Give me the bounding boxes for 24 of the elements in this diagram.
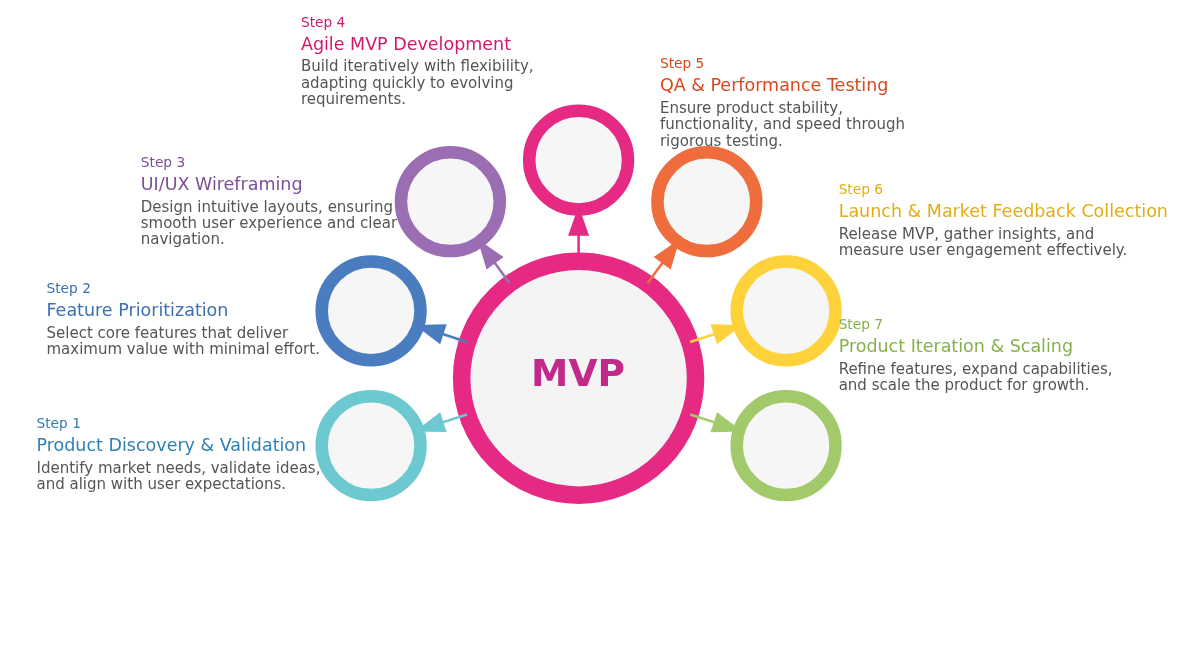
node-label: Launch & Market Feedback Collection [838, 201, 1168, 222]
node-label: Select core features that deliver maximum value with minimal effort. [46, 323, 320, 359]
node-label: Design intuitive layouts, ensuring smooth user experience and clear navigation. [140, 197, 397, 249]
node-label: Step 4 [300, 13, 345, 30]
node-label: Refine features, expand capabilities, and scale the product for growth. [838, 359, 1112, 395]
node-circle [729, 389, 842, 502]
node-label: Step 2 [46, 280, 91, 297]
node-label: Step 5 [659, 55, 704, 72]
node-label: Step 7 [838, 316, 883, 333]
node-label: Feature Prioritization [46, 300, 228, 321]
node-label: Agile MVP Development [300, 33, 511, 54]
node-circle: MVP [452, 252, 704, 504]
node-label: Product Discovery & Validation [36, 434, 306, 455]
node-label: QA & Performance Testing [659, 75, 888, 96]
node-label: Step 3 [140, 154, 185, 171]
node-label: UI/UX Wireframing [140, 174, 303, 195]
node-label: Build iteratively with flexibility, adapting quickly to evolving requirements. [300, 57, 534, 108]
node-label: Identify market needs, validate ideas, and align with user expectations. [36, 458, 320, 493]
node-label: Product Iteration & Scaling [838, 336, 1073, 357]
node-label: Step 6 [838, 181, 883, 198]
node-label: Step 1 [36, 414, 81, 431]
node-label: Release MVP, gather insights, and measure user engagement effectively. [838, 224, 1127, 260]
node-circle [522, 104, 634, 216]
node-label: Ensure product stability, functionality, and speed through rigorous testing. [659, 99, 905, 150]
